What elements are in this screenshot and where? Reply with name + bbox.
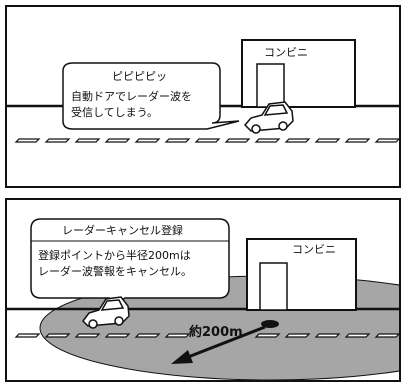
lane-dash: [134, 333, 161, 338]
lane-dash: [344, 138, 371, 143]
scene-auto-door-false-alarm: コンビニ ピピピピッ 自動ドアでレーダー波を 受信してしまう。: [5, 5, 401, 188]
scene1-drawing: [7, 39, 399, 143]
lane-dash: [314, 333, 341, 338]
lane-dash: [194, 138, 221, 143]
lane-markings: [14, 138, 399, 143]
radius-arrow: [171, 325, 266, 364]
store-label: コンビニ: [292, 243, 336, 256]
scene2-drawing: [7, 218, 399, 380]
automatic-door: [256, 63, 285, 108]
car-icon: [82, 296, 130, 329]
bubble-line-2: 受信してしまう。: [71, 106, 159, 119]
lane-dash: [74, 138, 101, 143]
lane-dash: [344, 333, 371, 338]
lane-dash: [314, 138, 341, 143]
lane-dash: [224, 138, 251, 143]
automatic-door: [259, 262, 288, 311]
lane-dash: [254, 333, 281, 338]
scene-radar-cancel-registration: コンビニ レーダーキャンセル登録 登録ポイントから半径200mは レーダー波警報…: [5, 198, 401, 382]
speech-bubble: [62, 62, 240, 130]
lane-dash: [44, 138, 71, 143]
registration-point-marker: [261, 320, 279, 328]
bubble-line-1: 登録ポイントから半径200mは: [38, 249, 191, 262]
lane-dash: [14, 333, 41, 338]
lane-dash: [104, 138, 131, 143]
bubble-title: レーダーキャンセル登録: [62, 224, 183, 237]
lane-dash: [14, 138, 41, 143]
lane-dash: [284, 333, 311, 338]
lane-dash: [74, 333, 101, 338]
bubble-line-2: レーダー波警報をキャンセル。: [38, 265, 192, 278]
lane-dash: [104, 333, 131, 338]
bubble-line-1: 自動ドアでレーダー波を: [71, 90, 192, 103]
lane-dash: [164, 138, 191, 143]
lane-markings: [14, 333, 399, 338]
lane-dash: [164, 333, 191, 338]
lane-dash: [374, 138, 399, 143]
car-icon: [243, 101, 294, 134]
store-label: コンビニ: [264, 46, 308, 59]
bubble-title: ピピピピッ: [112, 70, 167, 83]
lane-dash: [374, 333, 399, 338]
lane-dash: [254, 138, 281, 143]
lane-dash: [284, 138, 311, 143]
radius-label: 約200m: [189, 325, 243, 340]
lane-dash: [44, 333, 71, 338]
lane-dash: [134, 138, 161, 143]
